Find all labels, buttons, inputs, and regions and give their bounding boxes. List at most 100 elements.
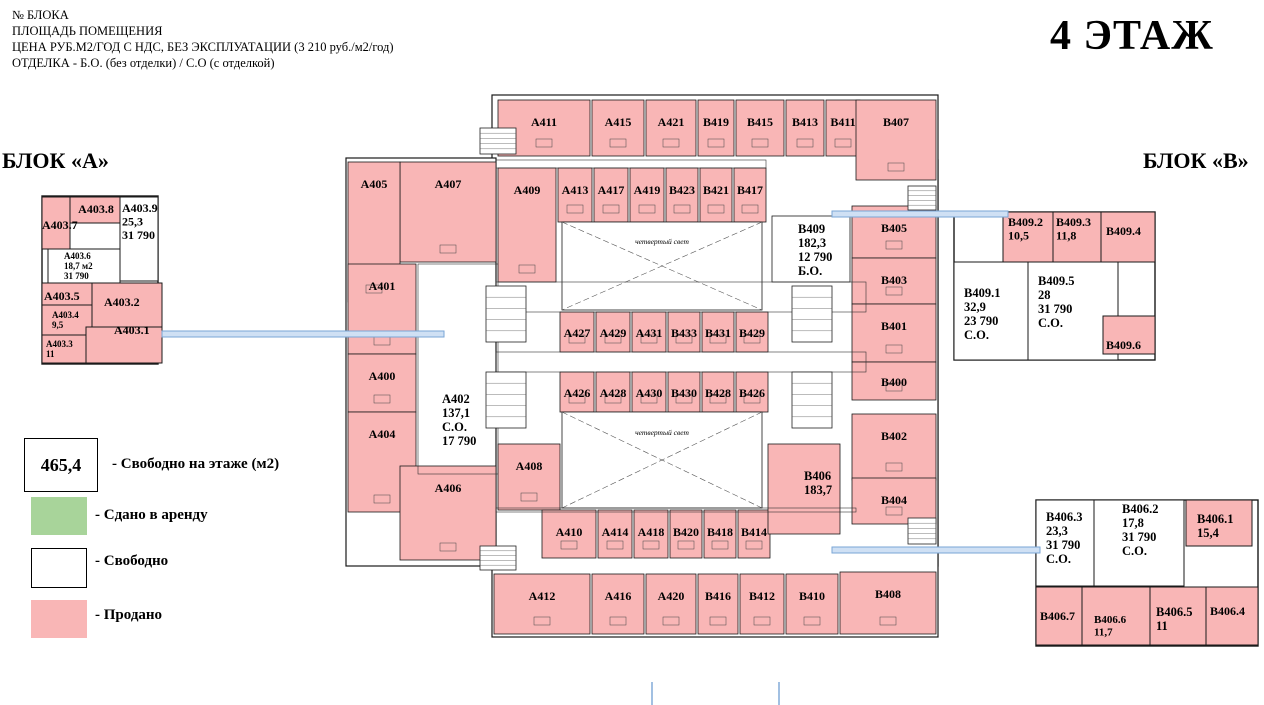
room-label-b431: B431 — [705, 326, 731, 340]
corridor-wall — [495, 351, 867, 373]
corridor-wall — [495, 159, 767, 169]
room-label-a400: A400 — [369, 369, 396, 383]
room-label-a404: A404 — [369, 427, 396, 441]
room-label-b408: B408 — [875, 587, 901, 601]
room-b412 — [739, 573, 785, 635]
inset-room-b406.2 — [1093, 499, 1185, 587]
room-label-b423: B423 — [669, 183, 695, 197]
room-b411 — [825, 99, 861, 157]
inset-room-b409.2 — [1002, 211, 1054, 265]
room-tag-box — [745, 540, 763, 550]
room-tag-box — [885, 382, 903, 392]
room-tag-box — [365, 284, 383, 294]
room-tag-box — [568, 334, 586, 344]
header-line-block-number: № БЛОКА — [12, 8, 69, 22]
room-b413 — [785, 99, 825, 157]
room-tag-box — [741, 204, 759, 214]
room-label-b403: B403 — [881, 273, 907, 287]
block-a-label: БЛОК «А» — [2, 148, 109, 173]
legend-sold-swatch — [31, 600, 87, 638]
room-tag-box — [560, 540, 578, 550]
light-well-caption: четвертый свет — [635, 428, 689, 437]
inset-label-a403.2: A403.2 — [104, 295, 140, 309]
room-label-a415: A415 — [605, 115, 632, 129]
room-tag-box — [439, 244, 457, 254]
room-label-b417: B417 — [737, 183, 763, 197]
room-tag-box — [535, 138, 553, 148]
room-label-b429: B429 — [739, 326, 765, 340]
room-b404 — [851, 477, 937, 525]
room-label-a426: A426 — [564, 386, 591, 400]
room-b426 — [735, 371, 769, 413]
stair-core — [791, 371, 833, 429]
block-b-label: БЛОК «В» — [1143, 148, 1249, 173]
room-tag-box — [566, 204, 584, 214]
inset-label-b406.7: B406.7 — [1040, 609, 1075, 623]
room-b420 — [669, 509, 703, 559]
room-tag-box — [673, 204, 691, 214]
room-label-b433: B433 — [671, 326, 697, 340]
room-b416 — [697, 573, 739, 635]
room-label-b415: B415 — [747, 115, 773, 129]
room-tag-box — [743, 334, 761, 344]
room-b418 — [703, 509, 737, 559]
room-label-a416: A416 — [605, 589, 632, 603]
room-tag-box — [743, 394, 761, 404]
room-b408 — [839, 571, 937, 635]
room-label-a412: A412 — [529, 589, 556, 603]
room-a415 — [591, 99, 645, 157]
room-a421 — [645, 99, 697, 157]
inset-room-b406.4 — [1205, 586, 1259, 646]
room-tag-box — [885, 462, 903, 472]
room-label-a418: A418 — [638, 525, 665, 539]
room-b400 — [851, 361, 937, 401]
room-tag-box — [796, 138, 814, 148]
room-label-b411: B411 — [830, 115, 855, 129]
room-a408 — [497, 443, 561, 511]
room-tag-box — [640, 334, 658, 344]
room-a428 — [595, 371, 631, 413]
room-label-b416: B416 — [705, 589, 731, 603]
room-label-a420: A420 — [658, 589, 685, 603]
unit-b409 — [771, 215, 851, 283]
stair-core — [479, 127, 517, 155]
legend-sold-label: - Продано — [95, 607, 163, 623]
room-tag-box — [834, 138, 852, 148]
room-tag-box — [439, 542, 457, 552]
room-label-a411: A411 — [531, 115, 557, 129]
room-b410 — [785, 573, 839, 635]
room-tag-box — [604, 334, 622, 344]
room-tag-box — [609, 616, 627, 626]
room-label-b420: B420 — [673, 525, 699, 539]
room-b407 — [855, 99, 937, 181]
room-b428 — [701, 371, 735, 413]
stair-core — [479, 545, 517, 571]
room-b415 — [735, 99, 785, 157]
inset-label-a403.7: A403.7 — [42, 218, 78, 232]
room-tag-box — [709, 394, 727, 404]
room-label-a419: A419 — [634, 183, 661, 197]
inset-room-b406.1 — [1185, 499, 1253, 547]
header-line-price: ЦЕНА РУБ.М2/ГОД С НДС, БЕЗ ЭКСПЛУАТАЦИИ … — [12, 40, 394, 54]
room-a406 — [399, 465, 497, 561]
room-tag-box — [533, 616, 551, 626]
inset-room-b406.3 — [1035, 499, 1095, 587]
header-line-finish: ОТДЕЛКА - Б.О. (без отделки) / С.О (с от… — [12, 56, 275, 70]
room-tag-box — [662, 616, 680, 626]
room-tag-box — [885, 240, 903, 250]
room-tag-box — [879, 616, 897, 626]
room-label-b414: B414 — [741, 525, 767, 539]
plan-walls — [161, 127, 1041, 705]
room-label-b426: B426 — [739, 386, 765, 400]
inset-label-a403.8: A403.8 — [78, 202, 114, 216]
room-b414 — [737, 509, 771, 559]
room-tag-box — [707, 204, 725, 214]
room-label-a406: A406 — [435, 481, 462, 495]
room-label-a427: A427 — [564, 326, 591, 340]
